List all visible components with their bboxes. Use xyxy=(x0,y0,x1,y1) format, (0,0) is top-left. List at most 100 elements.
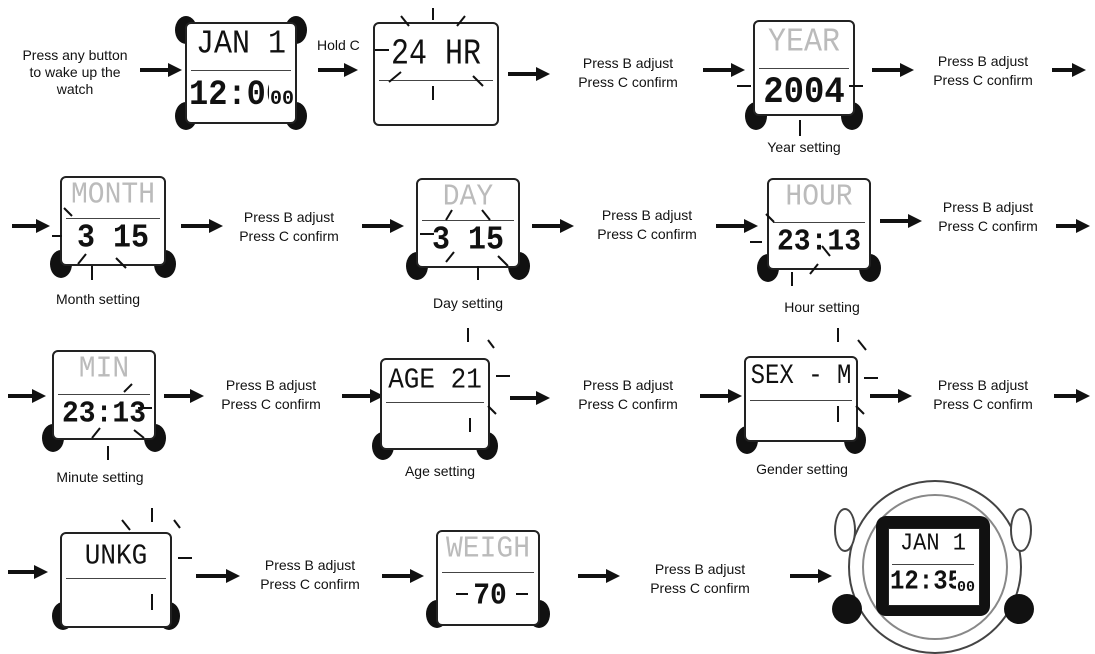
flow-arrow xyxy=(578,569,620,583)
lcd-top-text: SEX - M xyxy=(750,360,852,392)
flow-arrow xyxy=(700,389,742,403)
flash-indicator xyxy=(456,593,528,595)
watch-hour: HOUR 23:13 xyxy=(757,178,881,282)
lcd-screen xyxy=(52,350,156,440)
flow-arrow xyxy=(880,214,922,228)
age-setting-caption: Age setting xyxy=(404,463,476,479)
lcd-divider xyxy=(773,222,865,223)
wake-instruction: Press any button to wake up the watch xyxy=(22,47,128,97)
confirm-instruction: Press C confirm xyxy=(578,74,678,90)
watch-minute: MIN 23:13 xyxy=(42,350,166,452)
flash-indicator xyxy=(420,209,509,280)
confirm-instruction: Press C confirm xyxy=(260,576,360,592)
lcd-bottom-text: 3 15 xyxy=(76,220,149,258)
flash-indicator xyxy=(91,383,152,460)
lcd-bottom-text: 12:00 xyxy=(189,74,269,115)
lcd-divider xyxy=(66,218,160,219)
minute-setting-caption: Minute setting xyxy=(56,469,144,485)
lcd-divider xyxy=(386,402,484,403)
lcd-screen xyxy=(436,530,540,626)
lcd-top-text: AGE 21 xyxy=(388,363,482,397)
flow-arrow xyxy=(790,569,832,583)
hour-setting-caption: Hour setting xyxy=(784,299,860,315)
adjust-instruction: Press B adjust xyxy=(243,209,335,225)
lcd-screen xyxy=(373,22,499,126)
flow-arrow xyxy=(362,219,404,233)
adjust-instruction: Press B adjust xyxy=(264,557,356,573)
lcd-bottom-text: 23:13 xyxy=(61,397,146,432)
flow-arrow xyxy=(181,219,223,233)
watch-start: JAN 1 12:00 00 xyxy=(175,16,307,130)
lcd-screen xyxy=(767,178,871,270)
confirm-instruction: Press C confirm xyxy=(578,396,678,412)
confirm-instruction: Press C confirm xyxy=(597,226,697,242)
adjust-instruction: Press B adjust xyxy=(654,561,746,577)
flash-indicator xyxy=(375,8,484,100)
watch-year: YEAR 2004 xyxy=(745,20,863,130)
flow-arrow xyxy=(1052,63,1086,77)
lcd-screen xyxy=(380,358,490,450)
year-setting-caption: Year setting xyxy=(767,139,841,155)
watch-gender: SEX - M xyxy=(736,356,866,454)
flash-indicator xyxy=(52,207,127,280)
lcd-top-text: DAY xyxy=(442,180,494,215)
lcd-divider xyxy=(422,220,514,221)
flow-arrow xyxy=(1054,389,1090,403)
lcd-top-text: WEIGH xyxy=(445,532,530,567)
flow-arrow xyxy=(510,391,550,405)
lcd-screen xyxy=(416,178,520,268)
flash-indicator xyxy=(121,508,192,610)
watch-day: DAY 3 15 xyxy=(406,178,530,280)
side-button-icon xyxy=(834,508,856,552)
confirm-instruction: Press C confirm xyxy=(933,396,1033,412)
confirm-instruction: Press C confirm xyxy=(933,72,1033,88)
flow-arrow xyxy=(8,389,46,403)
lcd-divider xyxy=(58,394,150,395)
lcd-screen xyxy=(60,176,166,266)
lug-icon xyxy=(1004,594,1034,624)
lcd-screen xyxy=(744,356,858,442)
watch-mode: 24 HR xyxy=(373,22,499,126)
lcd-top-text: YEAR xyxy=(767,24,840,62)
lcd-bottom-text: 2004 xyxy=(763,72,845,114)
adjust-instruction: Press B adjust xyxy=(601,207,693,223)
flash-indicator xyxy=(750,213,831,286)
flash-indicator xyxy=(837,328,878,422)
adjust-instruction: Press B adjust xyxy=(225,377,317,393)
adjust-instruction: Press B adjust xyxy=(937,377,1029,393)
flow-arrow xyxy=(872,63,914,77)
lcd-divider xyxy=(892,564,974,565)
lcd-top-text: MONTH xyxy=(70,178,155,213)
flash-indicator xyxy=(737,85,863,87)
flow-arrow xyxy=(716,219,758,233)
confirm-instruction: Press C confirm xyxy=(938,218,1038,234)
lcd-divider xyxy=(379,80,493,81)
lcd-divider xyxy=(191,70,291,71)
flow-arrow xyxy=(8,565,48,579)
lcd-bottom-text: 3 15 xyxy=(431,222,504,260)
flow-arrow xyxy=(1056,219,1090,233)
lcd-divider xyxy=(750,400,852,401)
day-setting-caption: Day setting xyxy=(432,295,504,311)
month-setting-caption: Month setting xyxy=(55,291,141,307)
lcd-bottom-text: 70 xyxy=(473,579,507,614)
lcd-top-text: 24 HR xyxy=(390,34,481,76)
flow-arrow xyxy=(342,389,384,403)
confirm-instruction: Press C confirm xyxy=(650,580,750,596)
adjust-instruction: Press B adjust xyxy=(937,53,1029,69)
watch-month: MONTH 3 15 xyxy=(50,176,176,278)
flow-arrow xyxy=(508,67,550,81)
side-button-icon xyxy=(1010,508,1032,552)
lcd-top-text: MIN xyxy=(78,352,130,387)
final-lcd-top-text: JAN 1 xyxy=(899,529,966,558)
adjust-instruction: Press B adjust xyxy=(582,55,674,71)
lcd-top-text: HOUR xyxy=(785,180,853,215)
confirm-instruction: Press C confirm xyxy=(221,396,321,412)
flow-arrow xyxy=(382,569,424,583)
flash-indicator xyxy=(799,120,801,136)
lcd-divider xyxy=(442,572,534,573)
flow-arrow xyxy=(196,569,240,583)
lcd-divider xyxy=(66,578,166,579)
flow-arrow xyxy=(318,63,358,77)
final-lcd-panel xyxy=(888,528,980,606)
